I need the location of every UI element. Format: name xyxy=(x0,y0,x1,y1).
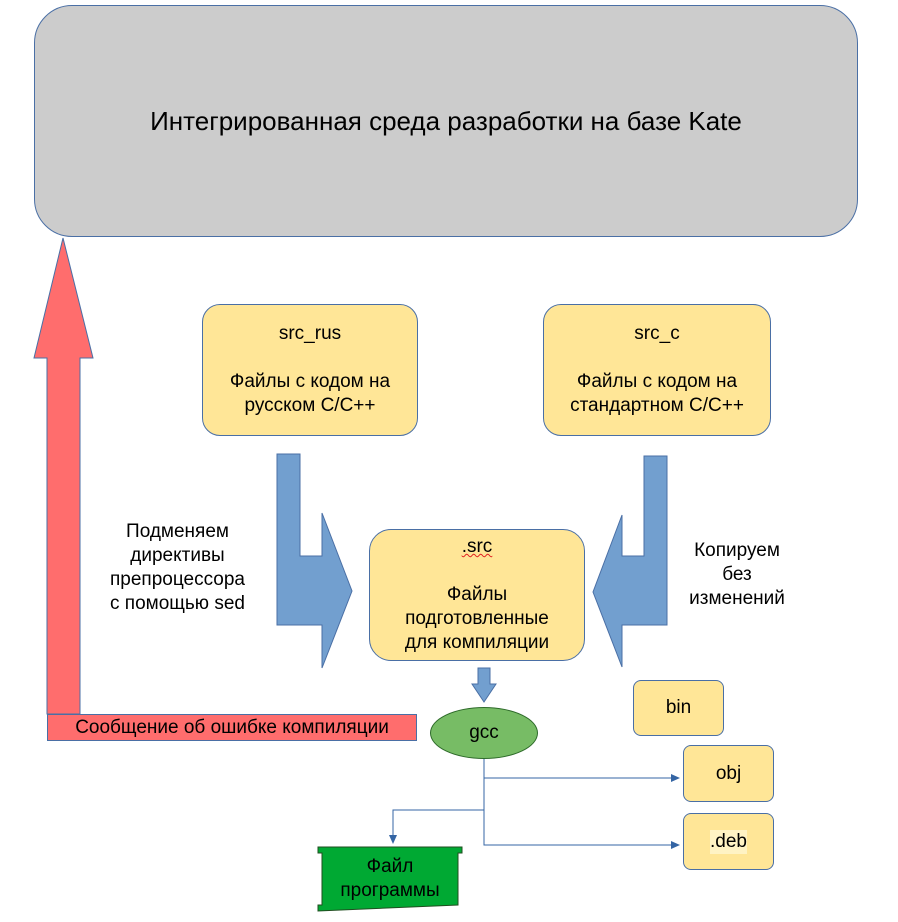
obj-box: obj xyxy=(683,745,774,802)
sed-label-line3: препроцессора xyxy=(110,569,245,590)
copy-label-line3: изменений xyxy=(689,588,785,609)
obj-label: obj xyxy=(715,762,742,784)
sed-label: Подменяем директивы препроцессора с помо… xyxy=(90,520,265,616)
gcc-label: gcc xyxy=(469,722,499,743)
connector-obj xyxy=(483,759,680,782)
src-desc-line2: подготовленные xyxy=(405,608,549,629)
copy-label: Копируем без изменений xyxy=(668,539,806,611)
deb-label: .deb xyxy=(710,829,747,854)
bin-label: bin xyxy=(665,697,692,718)
src-desc-line1: Файлы xyxy=(446,584,508,605)
error-feedback-arrow xyxy=(33,237,94,715)
src-desc-line3: для компиляции xyxy=(404,632,550,653)
deb-box: .deb xyxy=(683,813,774,870)
error-message: Сообщение об ошибке компиляции xyxy=(75,717,389,738)
src-c-name: src_c xyxy=(634,323,680,344)
error-message-box: Сообщение об ошибке компиляции xyxy=(47,714,417,741)
src-rus-desc-line1: Файлы с кодом на xyxy=(229,371,391,392)
to-gcc-arrow xyxy=(471,667,497,703)
connector-program xyxy=(389,809,484,844)
program-file-line1: Файл xyxy=(366,856,414,877)
src-rus-desc-line2: русском C/C++ xyxy=(244,395,376,416)
connector-deb xyxy=(483,778,680,849)
sed-label-line4: с помощью sed xyxy=(110,593,245,614)
copy-label-line2: без xyxy=(722,564,752,585)
ide-box: Интегрированная среда разработки на базе… xyxy=(34,5,858,237)
gcc-node: gcc xyxy=(430,707,538,759)
gcc-connectors xyxy=(389,759,680,849)
sed-transform-arrow xyxy=(276,453,353,669)
src-name: .src xyxy=(461,536,493,557)
copy-arrow xyxy=(592,455,668,668)
src-rus-box: src_rus Файлы с кодом на русском C/C++ xyxy=(202,304,418,436)
copy-label-line1: Копируем xyxy=(694,540,780,561)
program-file-box: Файл программы xyxy=(318,847,462,911)
src-c-box: src_c Файлы с кодом на стандартном C/C++ xyxy=(543,304,771,436)
bin-box: bin xyxy=(633,680,724,736)
src-box: .src Файлы подготовленные для компиляции xyxy=(369,529,585,661)
src-c-desc-line1: Файлы с кодом на xyxy=(576,371,738,392)
sed-label-line2: директивы xyxy=(130,545,225,566)
sed-label-line1: Подменяем xyxy=(126,521,229,542)
ide-title: Интегрированная среда разработки на базе… xyxy=(150,105,742,136)
src-rus-name: src_rus xyxy=(278,323,342,344)
src-c-desc-line2: стандартном C/C++ xyxy=(570,395,744,416)
program-file-line2: программы xyxy=(340,880,440,901)
program-file-scroll xyxy=(317,846,463,912)
